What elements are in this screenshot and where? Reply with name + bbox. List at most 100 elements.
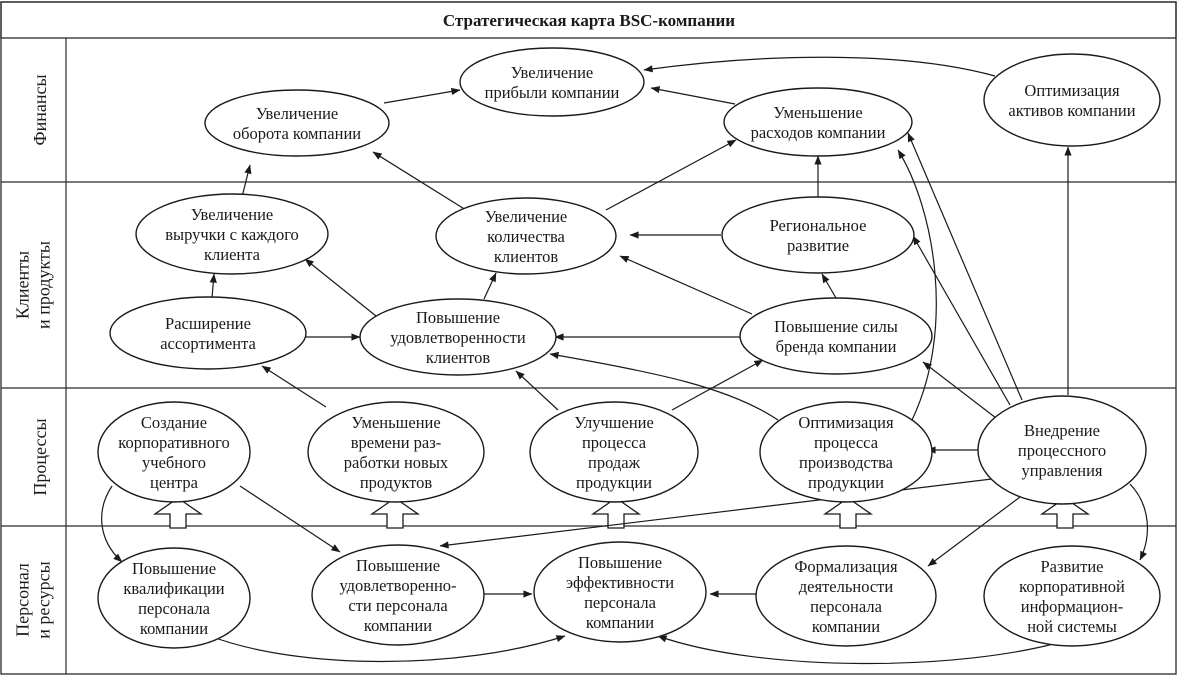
- node-assortment-line: ассортимента: [160, 334, 256, 353]
- support-arrow-production: [822, 497, 874, 529]
- node-costs-shape: [723, 87, 913, 157]
- node-info-system-line: информацион-: [1021, 597, 1124, 616]
- node-production-line: продукции: [808, 473, 884, 492]
- node-qualification-shape: [97, 547, 251, 649]
- node-efficiency-line: компании: [586, 613, 654, 632]
- node-dev-time-line: работки новых: [344, 453, 449, 472]
- node-turnover-line: Увеличение: [256, 104, 339, 123]
- node-dev-time-line: продуктов: [360, 473, 433, 492]
- edge-sales-satisfaction: [515, 370, 559, 411]
- node-process-mgmt-line: Внедрение: [1024, 421, 1100, 440]
- support-arrow-dev-time: [369, 497, 421, 529]
- lane-label-clients: Клиентыи продукты: [13, 241, 54, 329]
- node-production-shape: [759, 401, 933, 503]
- support-arrows: [152, 497, 1091, 529]
- node-satisfaction-shape: [359, 298, 557, 376]
- node-training-center-line: учебного: [142, 453, 206, 472]
- node-process-mgmt-line: управления: [1021, 461, 1102, 480]
- node-staff-satisfaction-line: удовлетворенно-: [339, 576, 456, 595]
- node-revenue-shape: [135, 193, 329, 275]
- connectors: [101, 56, 1149, 665]
- edge-training-staffsat: [239, 485, 341, 553]
- lane-label-finance: Финансы: [30, 74, 50, 145]
- node-formalization-line: Формализация: [794, 557, 898, 576]
- node-satisfaction-line: удовлетворенности: [390, 328, 526, 347]
- node-costs-line: расходов компании: [751, 123, 886, 142]
- node-efficiency-shape: [533, 541, 707, 643]
- edge-assets-profit: [643, 56, 996, 77]
- node-assortment-line: Расширение: [165, 314, 251, 333]
- node-efficiency-line: эффективности: [566, 573, 674, 592]
- lane-label-finance-line: Финансы: [30, 74, 50, 145]
- node-training-center-line: центра: [150, 473, 199, 492]
- edge-infosystem-efficiency: [657, 635, 1069, 665]
- node-dev-time-line: времени раз-: [351, 433, 442, 452]
- node-assets-line: Оптимизация: [1024, 81, 1120, 100]
- node-qualification-line: квалификации: [123, 579, 224, 598]
- node-costs-line: Уменьшение: [773, 103, 862, 122]
- node-qualification-line: компании: [140, 619, 208, 638]
- node-qualification-line: персонала: [138, 599, 211, 618]
- edge-procmgmt-formalization: [927, 493, 1025, 567]
- node-formalization-line: деятельности: [799, 577, 894, 596]
- edge-procmgmt-regional: [912, 235, 1011, 406]
- edge-production-satisfaction: [549, 351, 779, 421]
- title-bar: [0, 1, 1177, 39]
- node-procmgmt-shape: [977, 395, 1147, 505]
- node-client-count-line: количества: [487, 227, 565, 246]
- node-assets-shape: [983, 53, 1161, 147]
- node-brand-shape: [739, 297, 933, 375]
- edge-satisfaction-clientcount: [483, 272, 497, 300]
- node-revenue-per-client-line: Увеличение: [191, 205, 274, 224]
- node-regional-shape: [721, 196, 915, 274]
- node-formalization-line: персонала: [810, 597, 883, 616]
- node-regional-line: развитие: [787, 236, 849, 255]
- diagram-title: Стратегическая карта BSC-компании: [443, 11, 735, 30]
- node-formalization-line: компании: [812, 617, 880, 636]
- edge-sales-brand: [671, 359, 764, 411]
- node-sales-process-line: продукции: [576, 473, 652, 492]
- node-info-system-line: Развитие: [1040, 557, 1103, 576]
- node-training-center-line: Создание: [141, 413, 207, 432]
- edge-procmgmt-costs: [907, 132, 1023, 401]
- edge-turnover-profit: [383, 87, 461, 104]
- edge-clientcount-turnover: [372, 151, 467, 211]
- node-training-shape: [97, 401, 251, 503]
- lane-label-people-line: и ресурсы: [34, 561, 54, 638]
- node-infosystem-shape: [983, 545, 1161, 647]
- node-qualification-line: Повышение: [132, 559, 216, 578]
- edge-qualification-efficiency: [209, 635, 566, 663]
- node-process-mgmt-line: процессного: [1018, 441, 1106, 460]
- node-sales-process-line: процесса: [582, 433, 647, 452]
- node-info-system-line: корпоративной: [1019, 577, 1125, 596]
- lane-label-processes-line: Процессы: [30, 418, 50, 495]
- node-turnover-shape: [204, 89, 390, 157]
- node-staffsat-shape: [311, 544, 485, 646]
- node-profit-line: Увеличение: [511, 63, 594, 82]
- node-brand-line: бренда компании: [776, 337, 897, 356]
- node-sales-shape: [529, 401, 699, 503]
- node-satisfaction-line: Повышение: [416, 308, 500, 327]
- node-satisfaction-line: клиентов: [426, 348, 490, 367]
- node-staff-satisfaction-line: сти персонала: [348, 596, 448, 615]
- edge-production-costs: [897, 149, 937, 421]
- edge-brand-clientcount: [619, 255, 753, 315]
